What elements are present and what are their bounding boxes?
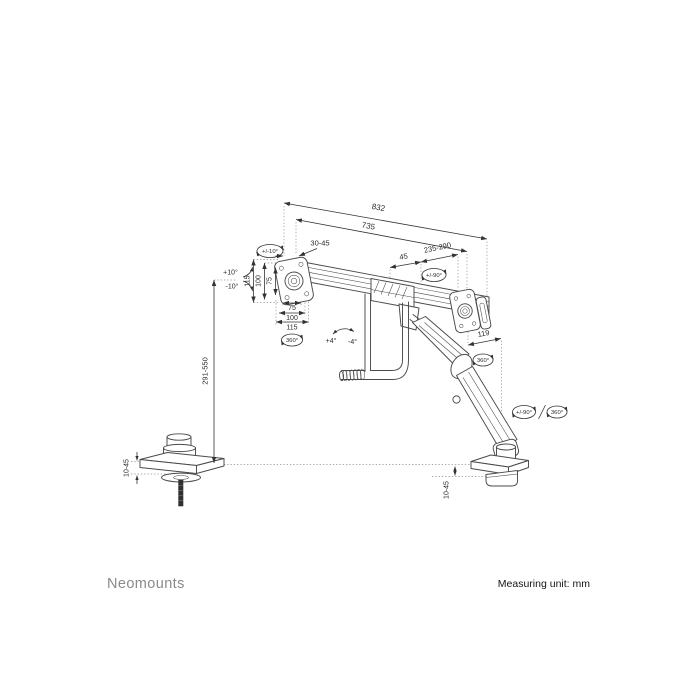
rotation-oval-swivel-range: +/-90° <box>421 268 447 282</box>
dim-total-width-label: 832 <box>371 202 386 213</box>
dim-crossbar-width-label: 735 <box>361 220 376 231</box>
rotation-oval-tilt-range: +/-10° <box>256 244 284 258</box>
rotation-oval-base-rotation: 360° <box>546 405 568 419</box>
dim-total-width: 832 <box>283 201 488 241</box>
dim-slider-inset: 45 <box>389 251 422 269</box>
dim-vesa-h-inner-label: 75 <box>288 305 296 312</box>
dim-rear-depth-label: 119 <box>477 328 490 339</box>
dim-crossbar-width: 735 <box>295 218 468 253</box>
rotation-oval-vesa-left: 360° <box>280 333 304 347</box>
desk-clamp-base <box>470 443 529 487</box>
tilt-up-label: +10° <box>223 269 238 277</box>
brand-logo: Neomounts <box>107 576 185 592</box>
dim-slider-inset-label: 45 <box>399 251 409 261</box>
tilt-down-label: -10° <box>226 283 239 291</box>
dim-vesa-h-outer-label: 115 <box>286 325 297 332</box>
dim-vesa-vertical: 115 100 75 <box>245 259 278 303</box>
tilt-range-label: +/-10° <box>262 249 278 255</box>
bar-tilt-down-label: -4° <box>348 338 357 346</box>
bar-tilt-up-label: +4° <box>326 337 337 345</box>
vesa-left-rotation-label: 360° <box>286 338 298 344</box>
dim-vesa-offset: 30-45 <box>275 239 330 259</box>
dim-vesa-v-inner-label: 75 <box>267 277 274 285</box>
crossbar-slider <box>370 278 420 331</box>
measuring-unit-label: Measuring unit: mm <box>497 578 590 590</box>
oval-separator-slash <box>538 404 546 420</box>
dim-grommet-thickness-label: 10-45 <box>124 459 131 477</box>
arm-joint-rotation-label: 360° <box>477 358 489 364</box>
swivel-range-label: +/-90° <box>426 273 442 279</box>
dimension-annotations: 832 735 30-45 45 235-290 119 291-550 <box>124 201 568 499</box>
gas-adjust-knob <box>452 395 461 404</box>
dim-height-range-label: 291-550 <box>201 357 210 385</box>
dim-vesa-offset-label: 30-45 <box>310 239 329 248</box>
base-swivel-label: +/-90° <box>516 410 532 416</box>
dim-vesa-v-mid-label: 100 <box>256 275 263 287</box>
dim-grommet-thickness: 10-45 <box>124 452 139 484</box>
handle-hook <box>339 293 409 382</box>
cable-spring-coil <box>339 368 365 382</box>
dim-extension-range-label: 235-290 <box>423 240 452 255</box>
bar-tilt-indicator: +4° -4° <box>326 327 357 346</box>
dim-vesa-horizontal: 75 100 115 <box>276 300 309 332</box>
dim-clamp-thickness: 10-45 <box>444 466 457 499</box>
dim-vesa-v-outer-label: 115 <box>245 275 252 286</box>
gas-spring-arm <box>409 314 520 461</box>
tilt-indicator: +10° -10° <box>223 266 254 292</box>
rotation-oval-arm-joint: 360° <box>472 353 494 367</box>
base-rotation-label: 360° <box>551 410 563 416</box>
dim-clamp-thickness-label: 10-45 <box>444 481 451 499</box>
rotation-oval-base-swivel: +/-90° <box>511 405 537 419</box>
grommet-mount-base <box>139 433 225 507</box>
dim-rear-depth: 119 <box>467 328 502 347</box>
grommet-bolt <box>178 479 184 507</box>
right-vesa-plate <box>449 288 481 334</box>
dim-vesa-h-mid-label: 100 <box>286 315 298 322</box>
dim-height-range: 291-550 <box>201 280 217 463</box>
